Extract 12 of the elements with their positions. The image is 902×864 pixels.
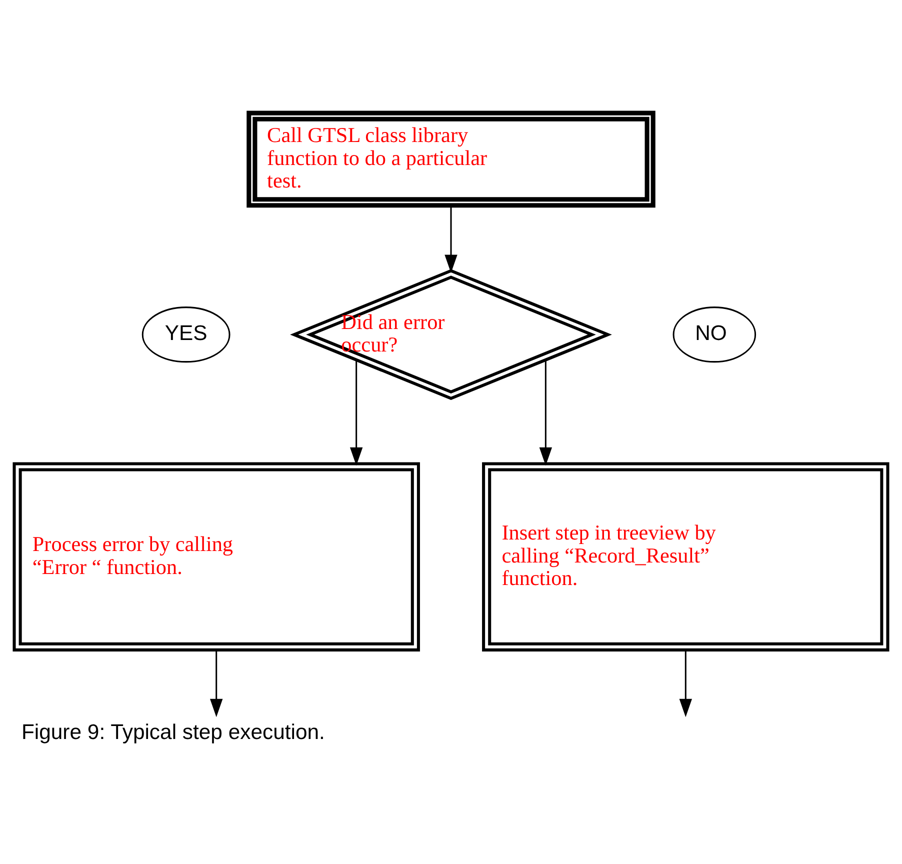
caption: Figure 9: Typical step execution. — [21, 721, 325, 744]
node-diamond: Did an error occur? — [290, 269, 612, 400]
node-ellipse: NO — [672, 306, 756, 363]
node-box: Process error by calling “Error “ function. — [12, 462, 420, 652]
arrow — [539, 360, 552, 466]
arrow — [350, 360, 363, 466]
node-box: Insert step in treeview by calling “Record_Result” function. — [482, 462, 890, 652]
arrow — [444, 206, 458, 273]
arrow — [679, 650, 692, 718]
node-ellipse: YES — [142, 306, 230, 363]
node-box: Call GTSL class library function to do a particular test. — [246, 110, 656, 208]
arrow — [210, 650, 223, 718]
